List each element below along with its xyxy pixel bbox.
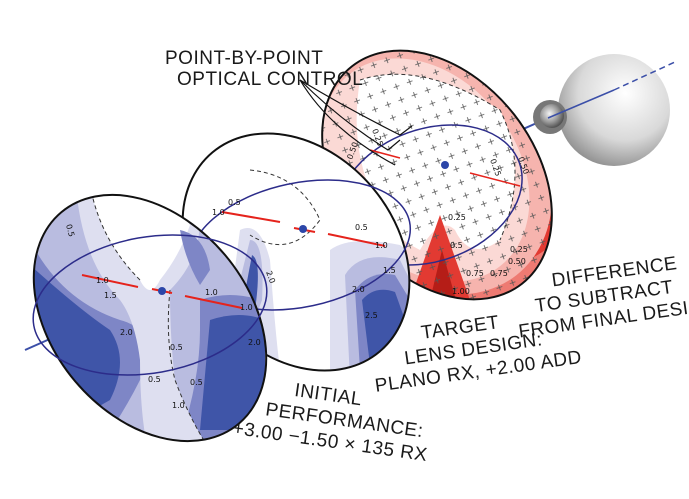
svg-text:0.5: 0.5 bbox=[190, 378, 203, 387]
initial-contour-labels: 0.5 1.0 1.5 2.0 0.5 1.0 2.0 1.0 0.5 0.5 … bbox=[64, 223, 261, 410]
svg-text:1.0: 1.0 bbox=[205, 288, 218, 297]
target-label: TARGET LENS DESIGN: PLANO RX, +2.00 ADD bbox=[374, 312, 583, 397]
svg-text:0.5: 0.5 bbox=[64, 223, 76, 238]
difference-center-dot bbox=[441, 161, 449, 169]
svg-text:0.5: 0.5 bbox=[355, 223, 368, 232]
svg-text:1.0: 1.0 bbox=[212, 208, 225, 217]
svg-text:0.5: 0.5 bbox=[170, 343, 183, 352]
svg-text:0.50: 0.50 bbox=[508, 257, 526, 266]
svg-text:0.5: 0.5 bbox=[148, 375, 161, 384]
svg-text:2.5: 2.5 bbox=[365, 311, 378, 320]
svg-text:POINT-BY-POINT: POINT-BY-POINT bbox=[165, 48, 323, 69]
svg-text:0.75: 0.75 bbox=[466, 269, 484, 278]
eye-icon bbox=[533, 54, 676, 166]
svg-text:1.0: 1.0 bbox=[172, 401, 185, 410]
svg-text:OPTICAL CONTROL: OPTICAL CONTROL bbox=[177, 69, 363, 90]
svg-text:1.5: 1.5 bbox=[383, 266, 396, 275]
initial-center-dot bbox=[158, 287, 166, 295]
callout-arrows bbox=[299, 79, 413, 166]
svg-text:0.5: 0.5 bbox=[228, 198, 241, 207]
svg-text:0.75: 0.75 bbox=[490, 269, 508, 278]
svg-text:2.0: 2.0 bbox=[264, 270, 277, 285]
svg-text:1.0: 1.0 bbox=[240, 303, 253, 312]
svg-text:0.5: 0.5 bbox=[450, 241, 463, 250]
svg-text:0.25: 0.25 bbox=[510, 245, 528, 254]
target-center-dot bbox=[299, 225, 307, 233]
target-contour-labels: 0.5 1.0 2.0 0.5 1.0 1.5 2.0 2.5 bbox=[212, 198, 396, 320]
svg-text:2.0: 2.0 bbox=[352, 285, 365, 294]
svg-text:0.25: 0.25 bbox=[448, 213, 466, 222]
svg-text:1.00: 1.00 bbox=[452, 287, 470, 296]
difference-contour-labels: 0.25 0.50 0.25 0.50 0.25 0.5 0.25 0.50 0… bbox=[345, 128, 530, 296]
svg-text:1.0: 1.0 bbox=[96, 276, 109, 285]
callout-label: POINT-BY-POINT OPTICAL CONTROL bbox=[165, 48, 363, 90]
svg-text:1.5: 1.5 bbox=[104, 291, 117, 300]
svg-text:2.0: 2.0 bbox=[120, 328, 133, 337]
svg-text:2.0: 2.0 bbox=[248, 338, 261, 347]
svg-text:1.0: 1.0 bbox=[375, 241, 388, 250]
